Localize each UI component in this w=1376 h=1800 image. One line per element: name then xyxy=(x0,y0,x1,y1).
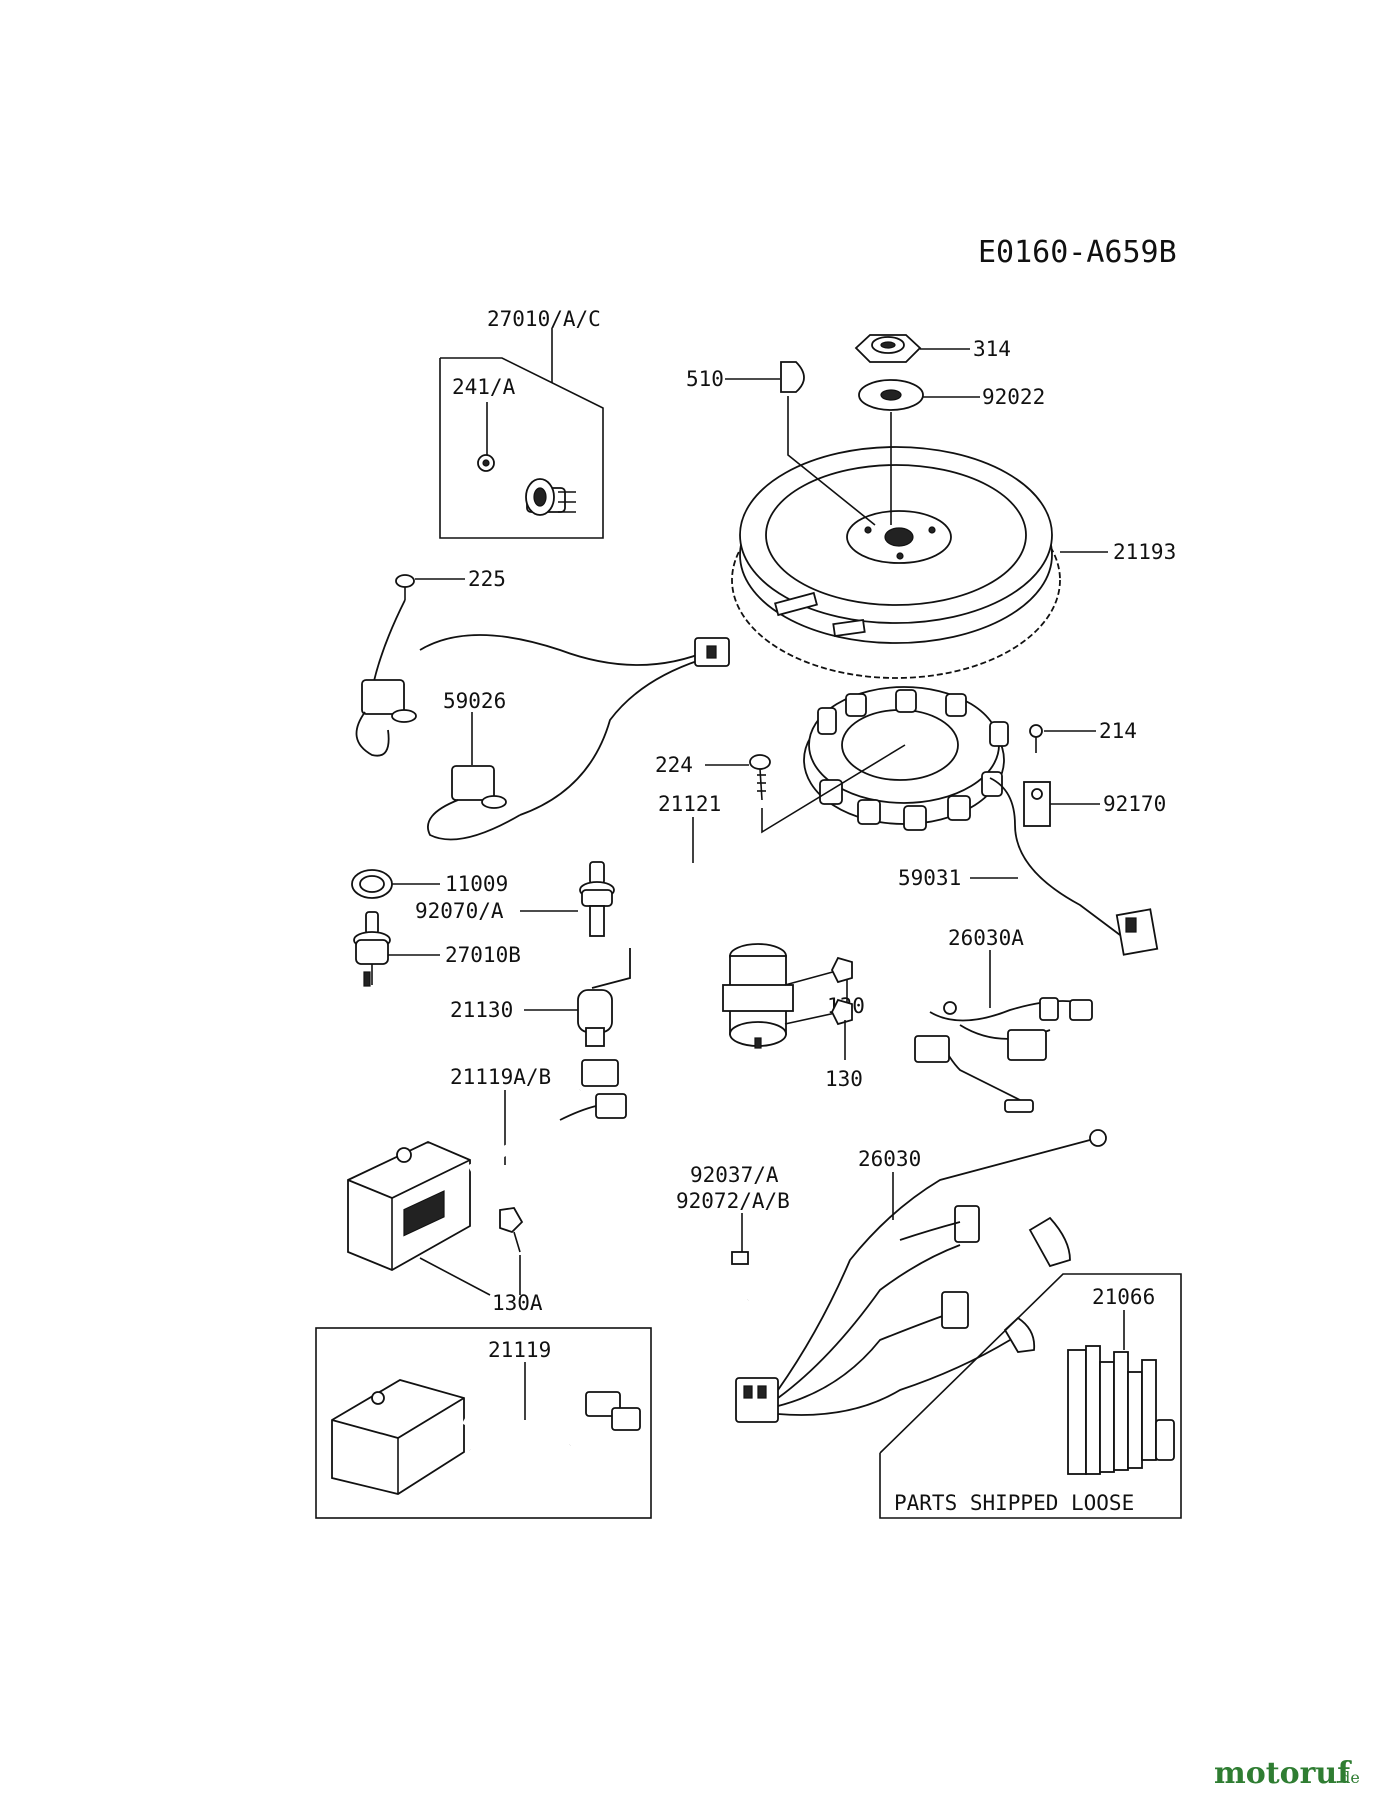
stator-connector-icon xyxy=(1115,908,1159,956)
bolt-130a-icon xyxy=(499,1207,524,1253)
bolt-130-upper-icon xyxy=(784,956,853,986)
diagram-code: E0160-A659B xyxy=(978,235,1177,270)
washer-icon xyxy=(858,379,924,411)
label-214: 214 xyxy=(1099,719,1137,743)
switch-part-icon xyxy=(477,402,576,516)
label-224: 224 xyxy=(655,753,693,777)
harness-26030-icon xyxy=(735,1129,1107,1423)
nut-icon xyxy=(854,334,922,363)
watermark-logo: motoruf xyxy=(1214,1756,1352,1791)
valve-92070-icon xyxy=(579,861,615,937)
label-27010-a-c: 27010/A/C xyxy=(487,307,601,331)
group-27010-box xyxy=(439,328,604,539)
band-clamp-icon xyxy=(717,1251,749,1305)
screw-214-icon xyxy=(1029,724,1043,753)
woodruff-key-icon xyxy=(780,361,805,393)
harness-26030a-icon xyxy=(914,997,1093,1113)
plate-92170-icon xyxy=(1023,781,1051,827)
regulator-21066-icon xyxy=(1067,1345,1175,1475)
label-92072-a-b: 92072/A/B xyxy=(676,1189,790,1213)
label-21066: 21066 xyxy=(1092,1285,1155,1309)
label-21119: 21119 xyxy=(488,1338,551,1362)
stator-icon xyxy=(803,686,1121,936)
label-225: 225 xyxy=(468,567,506,591)
label-26030: 26030 xyxy=(858,1147,921,1171)
igniter-module-icon xyxy=(347,1059,627,1271)
group-21119-box xyxy=(315,1327,652,1519)
label-59031: 59031 xyxy=(898,866,961,890)
label-21119a-b: 21119A/B xyxy=(450,1065,551,1089)
label-92070-a: 92070/A xyxy=(415,899,504,923)
label-59026: 59026 xyxy=(443,689,506,713)
switch-27010b-icon xyxy=(353,911,391,987)
label-21121: 21121 xyxy=(658,792,721,816)
oil-switch-lead-icon xyxy=(355,574,730,841)
label-27010b: 27010B xyxy=(445,943,521,967)
loose-parts-caption: PARTS SHIPPED LOOSE xyxy=(894,1491,1134,1515)
leader-510-down xyxy=(787,396,876,526)
watermark-suffix: .de xyxy=(1335,1768,1360,1787)
label-241-a: 241/A xyxy=(452,375,516,399)
flywheel-icon xyxy=(731,446,1061,679)
label-314: 314 xyxy=(973,337,1011,361)
label-130-lower: 130 xyxy=(825,1067,863,1091)
label-92037-a: 92037/A xyxy=(690,1163,779,1187)
label-92022: 92022 xyxy=(982,385,1045,409)
leader-130a-left xyxy=(419,1257,491,1296)
ignition-coil-icon xyxy=(631,863,794,1049)
igniter-21119-icon xyxy=(331,1379,641,1495)
plug-cap-icon xyxy=(577,948,631,1047)
label-92170: 92170 xyxy=(1103,792,1166,816)
label-21130: 21130 xyxy=(450,998,513,1022)
label-510: 510 xyxy=(686,367,724,391)
label-130a: 130A xyxy=(492,1291,543,1315)
leader-stator xyxy=(761,744,906,834)
label-21193: 21193 xyxy=(1113,540,1176,564)
label-11009: 11009 xyxy=(445,872,508,896)
label-26030a: 26030A xyxy=(948,926,1024,950)
bolt-130-lower-icon xyxy=(784,998,853,1026)
loose-parts-box xyxy=(879,1273,1182,1519)
seal-11009-icon xyxy=(351,869,393,899)
screw-224-icon xyxy=(749,754,771,801)
